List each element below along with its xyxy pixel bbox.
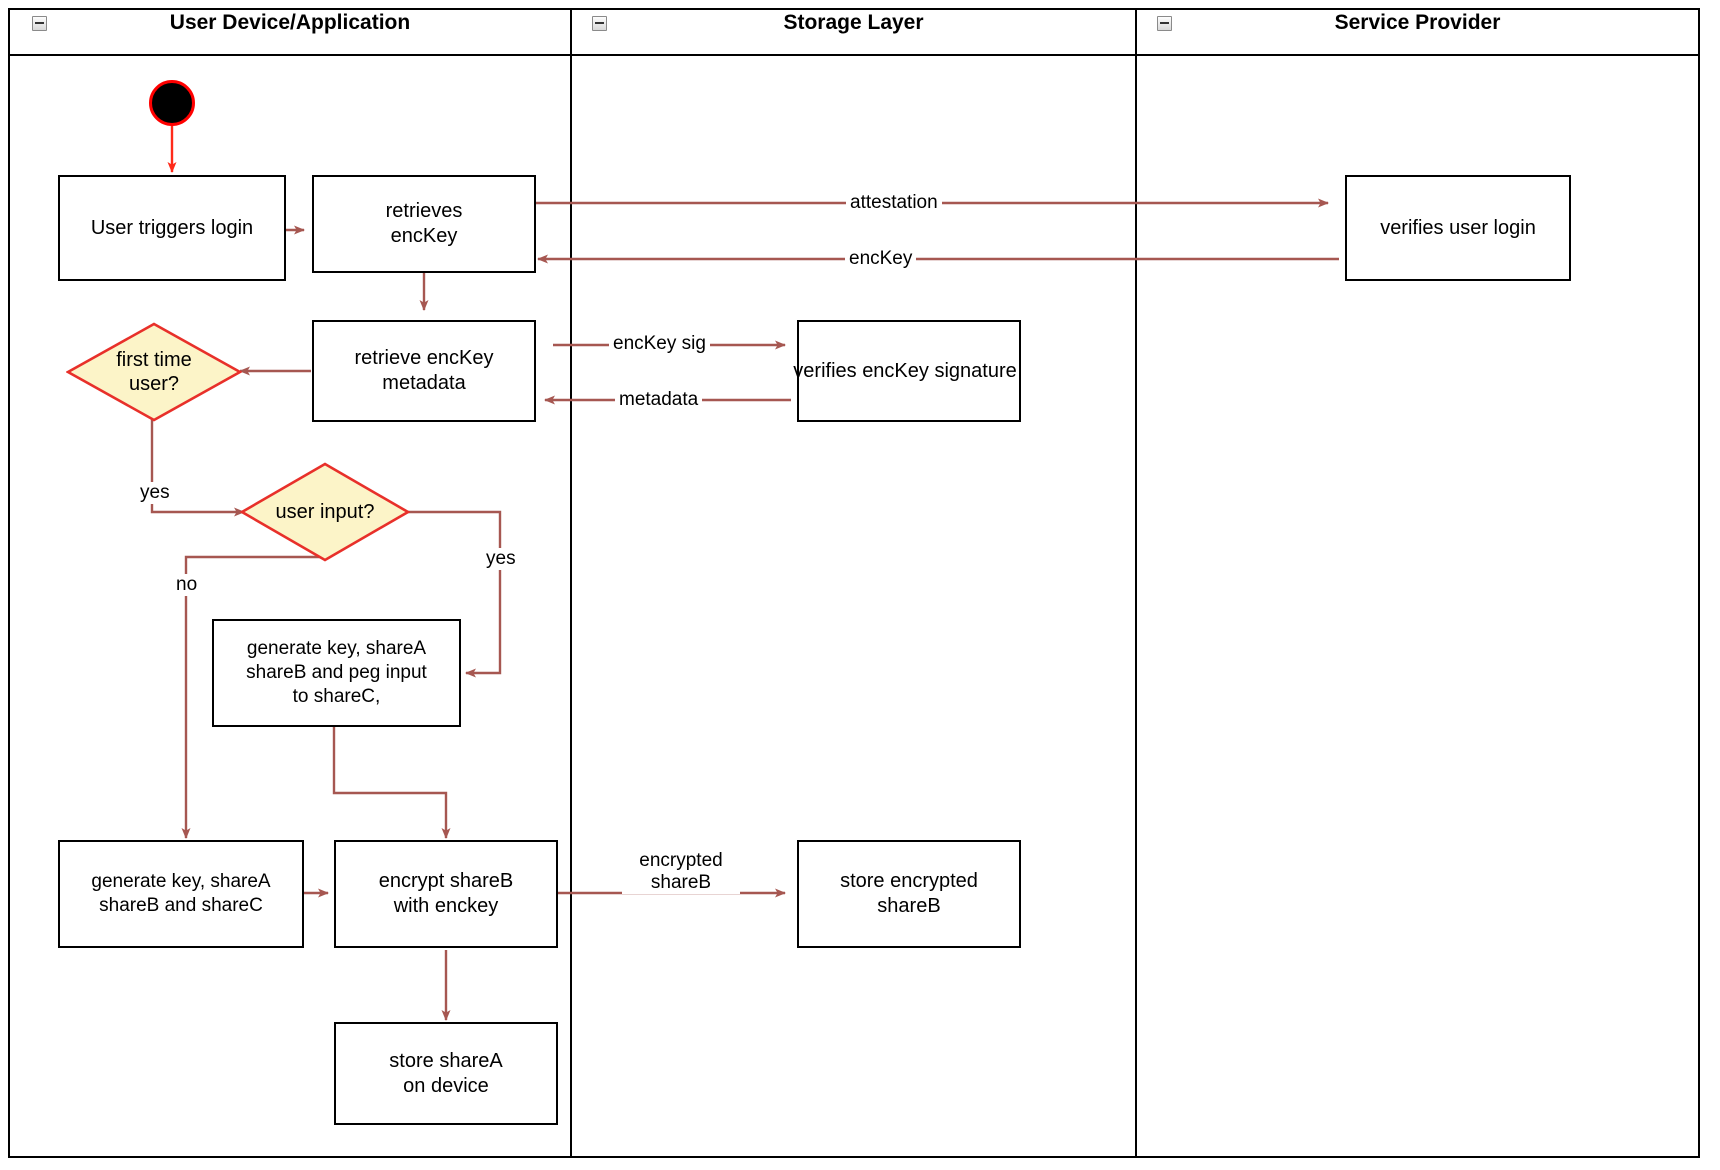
start-node[interactable] <box>149 80 195 126</box>
decision-first-time-user[interactable]: first time user? <box>66 322 242 422</box>
node-verifies-user-login[interactable]: verifies user login <box>1345 175 1571 281</box>
lane-title-storage: Storage Layer <box>783 11 924 34</box>
node-store-sharea-on-device[interactable]: store shareA on device <box>334 1022 558 1125</box>
collapse-minus-icon[interactable] <box>1157 16 1172 31</box>
node-label: store shareA on device <box>389 1049 503 1097</box>
node-generate-key-shares[interactable]: generate key, shareA shareB and shareC <box>58 840 304 948</box>
decision-user-input[interactable]: user input? <box>240 462 410 562</box>
node-label: encrypt shareB with enckey <box>378 870 514 917</box>
node-label: retrieves encKey <box>385 200 463 247</box>
edge-label-enckey: encKey <box>845 248 917 270</box>
lane-header-band <box>8 8 1700 56</box>
edge-label-attestation: attestation <box>846 192 942 214</box>
collapse-minus-icon[interactable] <box>592 16 607 31</box>
lane-separator-1 <box>570 8 572 1158</box>
node-generate-key-peg-input[interactable]: generate key, shareA shareB and peg inpu… <box>212 619 461 727</box>
node-label: generate key, shareA shareB and peg inpu… <box>246 638 427 707</box>
collapse-minus-icon[interactable] <box>32 16 47 31</box>
node-encrypt-shareb[interactable]: encrypt shareB with enckey <box>334 840 558 948</box>
node-label: generate key, shareA shareB and shareC <box>91 871 271 916</box>
node-label: User triggers login <box>90 216 254 239</box>
edge-label-encrypted-shareb: encrypted shareB <box>622 850 740 894</box>
node-label: verifies user login <box>1380 216 1536 239</box>
node-verifies-enckey-signature[interactable]: verifies encKey signature <box>793 320 1021 422</box>
edge-label-first-time-yes: yes <box>136 482 174 504</box>
edge-label-metadata: metadata <box>615 389 703 411</box>
node-label: verifies encKey signature <box>793 359 1017 382</box>
node-label: store encrypted shareB <box>840 870 978 917</box>
lane-title-service-provider: Service Provider <box>1334 11 1501 34</box>
edge-label-user-input-no: no <box>172 574 202 596</box>
lane-title-user-device: User Device/Application <box>169 11 411 34</box>
node-retrieves-enckey[interactable]: retrieves encKey <box>312 175 536 273</box>
node-user-triggers-login[interactable]: User triggers login <box>58 175 286 281</box>
node-store-encrypted-shareb[interactable]: store encrypted shareB <box>797 840 1021 948</box>
edge-label-user-input-yes: yes <box>482 548 520 570</box>
decision-label: first time user? <box>116 349 192 395</box>
decision-label: user input? <box>275 501 375 523</box>
lane-separator-2 <box>1135 8 1137 1158</box>
node-label: retrieve encKey metadata <box>354 347 494 394</box>
node-retrieve-enckey-metadata[interactable]: retrieve encKey metadata <box>312 320 536 422</box>
edge-label-enckey-sig: encKey sig <box>609 333 710 355</box>
